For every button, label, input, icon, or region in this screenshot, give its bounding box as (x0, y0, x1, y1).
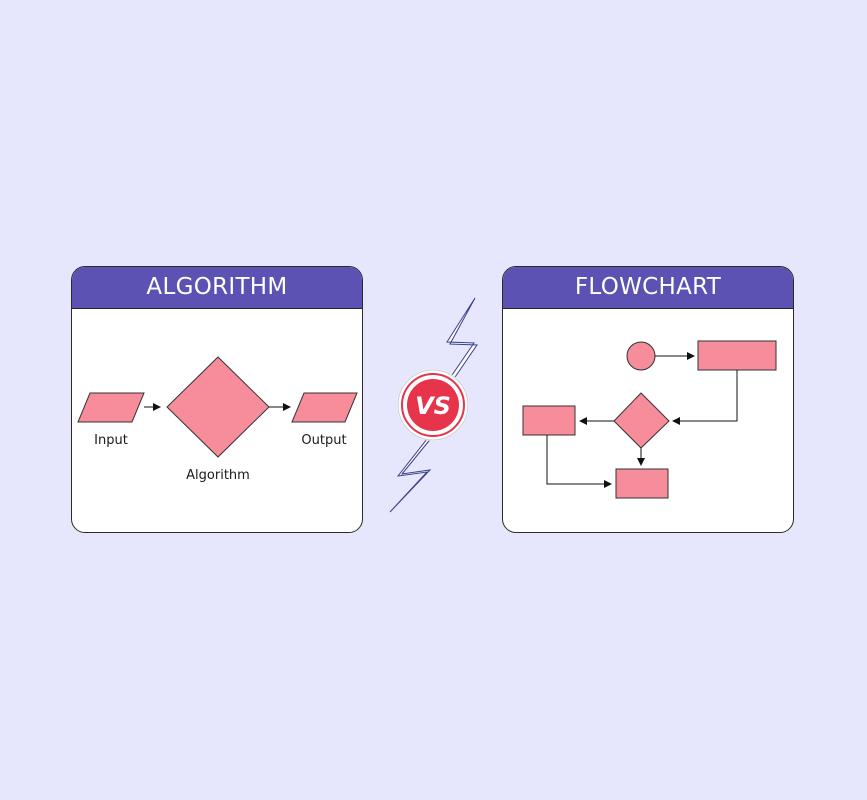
input-label: Input (94, 433, 128, 448)
process-rect-top (697, 340, 777, 371)
decision-diamond (613, 392, 670, 449)
input-parallelogram (77, 392, 145, 423)
vs-text: VS (415, 392, 451, 420)
flowchart-panel: FLOWCHART (502, 266, 794, 533)
process-rect-bottom (615, 468, 669, 499)
vs-badge: VS (397, 369, 469, 441)
start-circle (626, 341, 656, 371)
flowchart-title: FLOWCHART (503, 267, 793, 309)
arrow-rect-to-diamond (672, 370, 738, 425)
output-parallelogram (291, 392, 358, 423)
arrow-left-rect-to-bottom-rect (546, 435, 612, 488)
process-rect-left (522, 405, 576, 436)
vs-divider: VS (389, 297, 478, 513)
algorithm-diagram: Input Algorithm Output (77, 356, 358, 483)
output-label: Output (301, 433, 346, 448)
algorithm-diamond (166, 356, 270, 458)
algorithm-title: ALGORITHM (72, 267, 362, 309)
algorithm-panel: ALGORITHM Input Algorithm Output (71, 266, 363, 533)
lightning-bolt-icon (389, 297, 478, 513)
flowchart-diagram (522, 340, 777, 499)
algorithm-label: Algorithm (186, 468, 250, 483)
